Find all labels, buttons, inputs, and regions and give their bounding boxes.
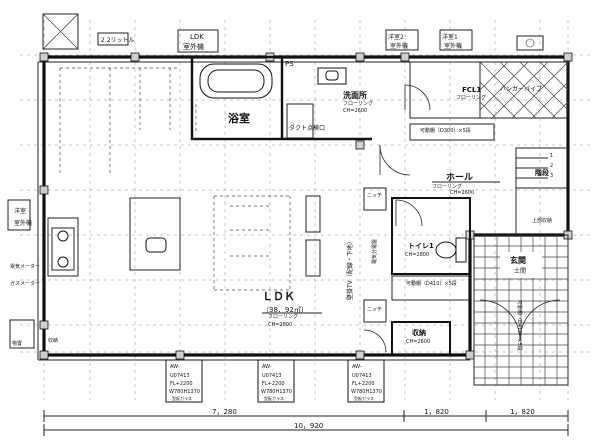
- window-2-type: U07413: [262, 373, 282, 379]
- dimension-seg2: 1，820: [424, 408, 449, 416]
- closet-floor: フローリング: [456, 94, 486, 101]
- dimension-total: 10，920: [294, 422, 323, 430]
- closet-area: FCL1 フローリング ハンガーパイプ 可動棚（D300）×5段: [409, 61, 569, 141]
- toilet-label: トイレ1: [408, 242, 434, 250]
- window-1-code: AW-: [170, 364, 180, 370]
- stair-step-3: 3: [550, 173, 553, 179]
- bath-label: 浴室: [228, 111, 250, 125]
- storage-box-label: 物置: [12, 340, 22, 347]
- meter1-label: 電気メーター: [10, 263, 40, 270]
- shelf-mid-label: 可動棚（D410）×5段: [406, 280, 457, 287]
- storage-ceiling: CH=2600: [406, 339, 430, 345]
- window-3-code: AW-: [352, 364, 362, 370]
- window-2-note: 型板ガラス: [264, 395, 284, 401]
- window-1-type: U07413: [170, 373, 190, 379]
- window-1-fl: FL+2200: [170, 381, 193, 387]
- ldk-label: ＬＤＫ: [262, 290, 295, 303]
- niche-bottom-label: ニッチ: [367, 307, 382, 313]
- hall-ceiling: CH=2600: [450, 190, 474, 196]
- exterior-left: 洋室 室外機 電気メーター ガスメーター 物置 収納: [7, 199, 58, 349]
- recycle-label: 収納: [48, 337, 58, 344]
- washroom-ceiling: CH=2600: [343, 108, 367, 114]
- water-heater-label: 2.2リットル: [101, 37, 135, 44]
- dimension-lines: 7，280 1，820 1，820 10，920: [43, 408, 569, 436]
- stairs-label: 階段: [535, 168, 549, 177]
- windows: AW- U07413 FL+2200 W780H1370 型板ガラス AW- U…: [165, 359, 385, 403]
- stair-step-1: 1: [550, 153, 553, 159]
- hall-floor: フローリング: [432, 183, 462, 190]
- ldk-area: （38．92㎡）: [262, 306, 308, 314]
- niche-top-label: ニッチ: [367, 193, 382, 199]
- bathroom: 浴室 PS ダクト点検口: [190, 55, 325, 141]
- window-3-size: W780H1370: [351, 389, 382, 395]
- ldk: ＬＤＫ （38．92㎡） フローリング CH=2800: [47, 67, 322, 328]
- window-3-fl: FL+2200: [352, 381, 375, 387]
- side-unit-sub: 室外機: [14, 219, 32, 227]
- hall-label: ホール: [446, 172, 473, 183]
- stair-step-2: 2: [550, 163, 553, 169]
- window-2-fl: FL+2200: [262, 381, 285, 387]
- ps-label: PS: [285, 60, 294, 68]
- toilet: トイレ1 CH=2800: [391, 197, 471, 275]
- grid-lines: [20, 20, 590, 400]
- shelf-side-label: 可動棚（D410）×5段: [516, 300, 523, 351]
- dust-label: ダクト点検口: [289, 124, 325, 132]
- exterior-walls: [37, 55, 570, 361]
- outdoor-unit-ldk-sub: 室外機: [183, 42, 204, 51]
- side-unit-label: 洋室: [14, 207, 26, 215]
- outdoor-unit-room2-label: 洋室2: [388, 33, 404, 41]
- washroom-floor: フローリング: [343, 100, 373, 107]
- tv-wall-label: 壁掛TV（配線・下地）: [346, 238, 354, 300]
- outdoor-unit-room2-sub: 室外機: [390, 42, 408, 50]
- storage-area: ニッチ ニッチ 壁掛TV（配線・下地） 電気分電盤 可動棚（D410）×5段 収…: [346, 187, 471, 356]
- window-3-type: U07413: [352, 373, 372, 379]
- window-2-size: W780H1370: [261, 389, 292, 395]
- window-3-note: 型板ガラス: [354, 395, 374, 401]
- outdoor-unit-room1-sub: 室外機: [444, 42, 462, 50]
- entrance: 玄関 土間 可動棚（D410）×5段: [473, 234, 569, 386]
- window-1-size: W780H1370: [169, 389, 200, 395]
- window-1-note: 型板ガラス: [172, 395, 192, 401]
- shelf-top-label: 可動棚（D300）×5段: [420, 127, 471, 134]
- closet-label: FCL1: [462, 86, 481, 94]
- entrance-floor: 土間: [514, 267, 526, 275]
- dimension-seg3: 1，820: [510, 408, 535, 416]
- washroom-label: 洗面所: [343, 90, 367, 100]
- storage-label: 収納: [412, 328, 426, 337]
- ldk-ceiling: CH=2800: [268, 322, 292, 328]
- ldk-floor: フローリング: [268, 313, 298, 320]
- toilet-ceiling: CH=2800: [405, 252, 429, 258]
- dimension-seg1: 7，280: [212, 408, 237, 416]
- meter2-label: ガスメーター: [10, 280, 40, 287]
- entrance-label: 玄関: [510, 255, 526, 265]
- shoe-storage-label: 上部収納: [532, 217, 552, 224]
- hall: ホール フローリング CH=2600: [379, 144, 500, 196]
- exterior-top: 2.2リットル LDK 室外機 洋室2 室外機 洋室1 室外機: [42, 13, 544, 53]
- stairs: 1 2 3 階段 上部収納: [515, 147, 569, 235]
- washroom: 洗面所 フローリング CH=2600: [282, 67, 431, 141]
- outdoor-unit-room1-label: 洋室1: [442, 33, 458, 41]
- equip-label: 電気分電盤: [371, 239, 378, 264]
- window-2-code: AW-: [262, 364, 272, 370]
- outdoor-unit-ldk-label: LDK: [190, 33, 204, 41]
